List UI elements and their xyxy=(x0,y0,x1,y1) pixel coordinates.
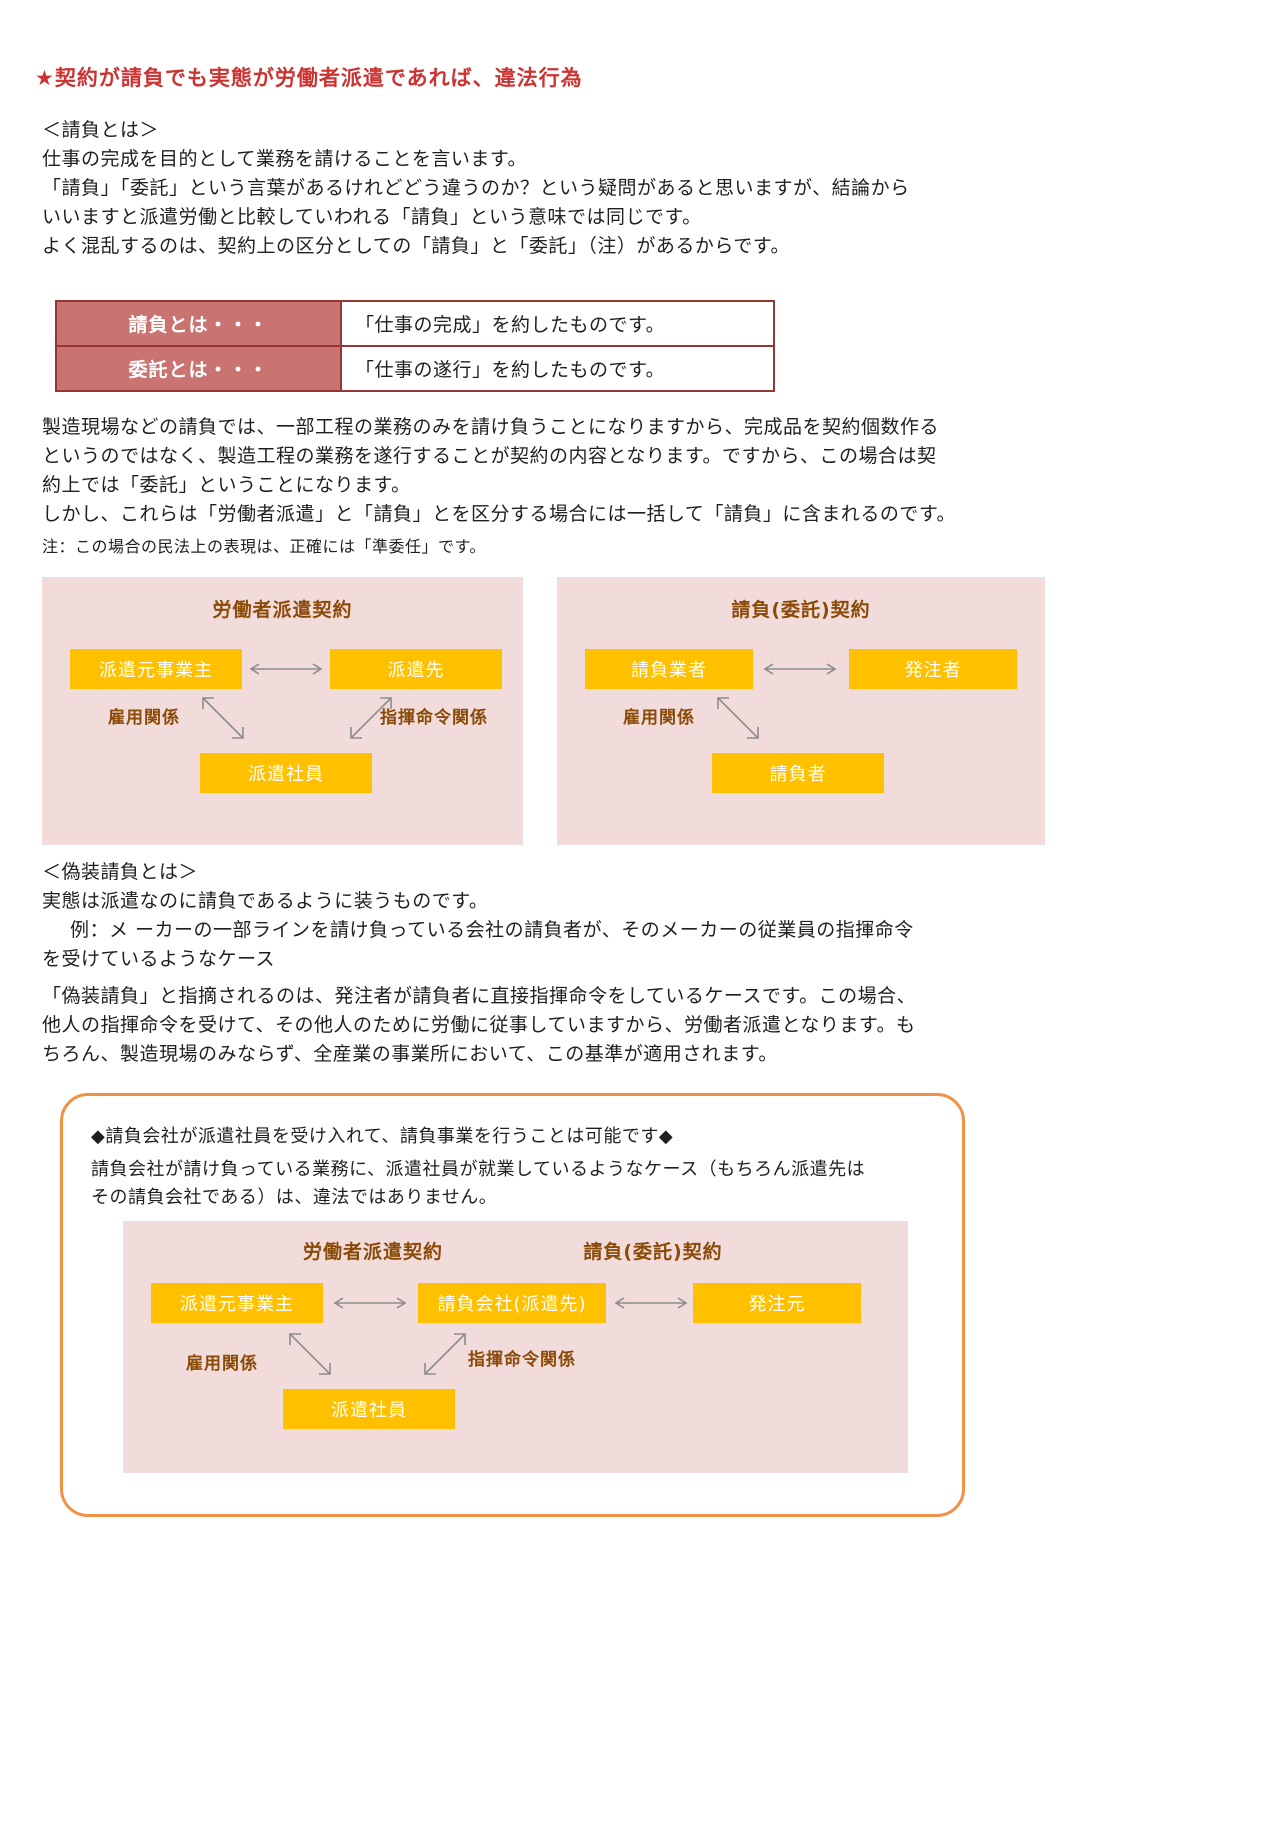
dispatch-diagram-panel: 労働者派遣契約 派遣元事業主 派遣先 雇用関係 指揮命令関係 派遣社員 xyxy=(42,577,523,845)
paragraph-line: 約上では「委託」ということになります。 xyxy=(42,474,411,496)
callout-title: ◆請負会社が派遣社員を受け入れて、請負事業を行うことは可能です◆ xyxy=(91,1126,674,1147)
diagonal-arrow-icon xyxy=(289,1333,331,1375)
diagonal-arrow-icon xyxy=(350,697,392,739)
dispatch-agency-box: 派遣元事業主 xyxy=(151,1283,323,1323)
dispatch-worker-box: 派遣社員 xyxy=(283,1389,455,1429)
diagram-title-dispatch: 労働者派遣契約 xyxy=(302,1241,443,1263)
paragraph-line: ちろん、製造現場のみならず、全産業の事業所において、この基準が適用されます。 xyxy=(42,1043,778,1065)
manufacturing-paragraph: 製造現場などの請負では、一部工程の業務のみを請け負うことになりますから、完成品を… xyxy=(42,413,956,529)
paragraph-line: というのではなく、製造工程の業務を遂行することが契約の内容となります。ですから、… xyxy=(42,445,937,467)
term-cell-itaku: 委託とは・・・ xyxy=(55,345,342,392)
dispatch-client-box: 派遣先 xyxy=(330,649,502,689)
section-heading-gisou: ＜偽装請負とは＞ xyxy=(42,861,199,883)
paragraph-line: 例：メ ーカーの一部ラインを請け負っている会社の請負者が、そのメーカーの従業員の… xyxy=(70,919,914,941)
diagram-title-contract: 請負(委託)契約 xyxy=(583,1241,723,1263)
intro-section: ＜請負とは＞ 仕事の完成を目的として業務を請けることを言います。 「請負」「委託… xyxy=(42,116,910,261)
dispatch-agency-box: 派遣元事業主 xyxy=(70,649,242,689)
section-heading-ukeoi: ＜請負とは＞ xyxy=(42,119,160,141)
dispatch-worker-box: 派遣社員 xyxy=(200,753,372,793)
diagram-title: 労働者派遣契約 xyxy=(212,599,353,621)
order-source-box: 発注元 xyxy=(693,1283,861,1323)
paragraph-line: 請負会社が請け負っている業務に、派遣社員が就業しているようなケース（もちろん派遣… xyxy=(91,1159,866,1180)
disguise-section: ＜偽装請負とは＞ 実態は派遣なのに請負であるように装うものです。 例：メ ーカー… xyxy=(42,858,914,974)
paragraph-line: 他人の指揮命令を受けて、その他人のために労働に従事していますから、労働者派遣とな… xyxy=(42,1014,916,1036)
footnote: 注：この場合の民法上の表現は、正確には「準委任」です。 xyxy=(42,537,486,556)
desc-cell-ukeoi: 「仕事の完成」を約したものです。 xyxy=(340,300,775,347)
paragraph-line: 実態は派遣なのに請負であるように装うものです。 xyxy=(42,890,489,912)
diagonal-arrow-icon xyxy=(717,697,759,739)
paragraph-line: その請負会社である）は、違法ではありません。 xyxy=(91,1187,498,1208)
bidirectional-arrow-icon xyxy=(333,1297,407,1309)
command-relation-label: 指揮命令関係 xyxy=(380,708,488,728)
diagonal-arrow-icon xyxy=(424,1333,466,1375)
definition-table: 請負とは・・・ 「仕事の完成」を約したものです。 委託とは・・・ 「仕事の遂行」… xyxy=(55,300,775,392)
employment-relation-label: 雇用関係 xyxy=(623,708,695,728)
employment-relation-label: 雇用関係 xyxy=(108,708,180,728)
paragraph-line: を受けているようなケース xyxy=(42,948,276,970)
page-title: ★契約が請負でも実態が労働者派遣であれば、違法行為 xyxy=(35,66,583,90)
combined-diagram-panel: 労働者派遣契約 請負(委託)契約 派遣元事業主 請負会社(派遣先) 発注元 雇用… xyxy=(123,1221,908,1473)
bidirectional-arrow-icon xyxy=(614,1297,688,1309)
contractor-box: 請負業者 xyxy=(585,649,753,689)
desc-cell-itaku: 「仕事の遂行」を約したものです。 xyxy=(340,345,775,392)
contract-diagram-panel: 請負(委託)契約 請負業者 発注者 雇用関係 請負者 xyxy=(557,577,1045,845)
disguise-explanation-paragraph: 「偽装請負」と指摘されるのは、発注者が請負者に直接指揮命令をしているケースです。… xyxy=(42,982,916,1069)
paragraph-line: いいますと派遣労働と比較していわれる「請負」という意味では同じです。 xyxy=(42,206,702,228)
diagonal-arrow-icon xyxy=(202,697,244,739)
callout-box: ◆請負会社が派遣社員を受け入れて、請負事業を行うことは可能です◆ 請負会社が請け… xyxy=(60,1093,965,1517)
paragraph-line: しかし、これらは「労働者派遣」と「請負」とを区分する場合には一括して「請負」に含… xyxy=(42,503,957,525)
contract-company-box: 請負会社(派遣先) xyxy=(418,1283,606,1323)
bidirectional-arrow-icon xyxy=(763,663,837,675)
command-relation-label: 指揮命令関係 xyxy=(468,1350,576,1370)
term-cell-ukeoi: 請負とは・・・ xyxy=(55,300,342,347)
bidirectional-arrow-icon xyxy=(249,663,323,675)
table-row: 委託とは・・・ 「仕事の遂行」を約したものです。 xyxy=(55,345,775,392)
paragraph-line: 「請負」「委託」という言葉があるけれどどう違うのか？という疑問があると思いますが… xyxy=(42,177,910,199)
employment-relation-label: 雇用関係 xyxy=(186,1354,258,1374)
paragraph-line: 製造現場などの請負では、一部工程の業務のみを請け負うことになりますから、完成品を… xyxy=(42,416,940,438)
diagram-title: 請負(委託)契約 xyxy=(731,599,871,621)
contract-worker-box: 請負者 xyxy=(712,753,884,793)
paragraph-line: よく混乱するのは、契約上の区分としての「請負」と「委託」（注）があるからです。 xyxy=(42,235,790,257)
callout-paragraph: 請負会社が請け負っている業務に、派遣社員が就業しているようなケース（もちろん派遣… xyxy=(91,1156,865,1212)
paragraph-line: 仕事の完成を目的として業務を請けることを言います。 xyxy=(42,148,528,170)
orderer-box: 発注者 xyxy=(849,649,1017,689)
paragraph-line: 「偽装請負」と指摘されるのは、発注者が請負者に直接指揮命令をしているケースです。… xyxy=(42,985,917,1007)
table-row: 請負とは・・・ 「仕事の完成」を約したものです。 xyxy=(55,300,775,347)
